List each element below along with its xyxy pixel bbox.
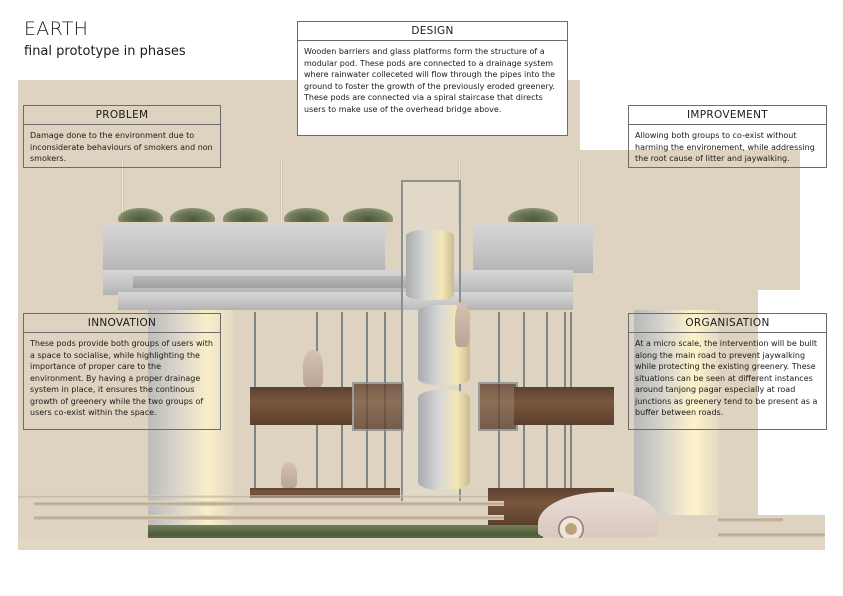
organisation-heading: ORGANISATION <box>629 314 826 333</box>
wooden-pod-upper-left <box>250 387 352 425</box>
spiral-staircase-segment <box>418 390 470 490</box>
glass-platform <box>352 382 404 431</box>
bridge-underside <box>118 292 573 310</box>
wooden-pod-upper-right <box>514 387 614 425</box>
bridge-channel <box>133 276 433 288</box>
ground <box>18 538 825 550</box>
light-pillar <box>280 160 283 220</box>
organisation-body: At a micro scale, the intervention will … <box>635 339 818 417</box>
organisation-panel: ORGANISATION At a micro scale, the inter… <box>628 313 827 430</box>
improvement-heading: IMPROVEMENT <box>629 106 826 125</box>
shrub <box>223 208 268 222</box>
background-cutout <box>800 150 825 290</box>
innovation-heading: INNOVATION <box>24 314 220 333</box>
shrub <box>343 208 393 222</box>
car-wheel <box>558 516 584 542</box>
glass-platform <box>478 382 518 431</box>
greenery-strip <box>148 525 543 541</box>
shrub <box>118 208 163 222</box>
design-heading: DESIGN <box>298 22 567 41</box>
innovation-panel: INNOVATION These pods provide both group… <box>23 313 221 430</box>
support-pier <box>634 310 719 515</box>
design-panel: DESIGN Wooden barriers and glass platfor… <box>297 21 568 136</box>
planter-slab <box>473 223 593 273</box>
light-pillar <box>121 160 124 220</box>
spiral-staircase-segment <box>406 230 454 300</box>
person-figure <box>455 302 469 347</box>
page-title: EARTH <box>24 18 89 40</box>
elevation-rendering <box>18 80 825 550</box>
shrub <box>284 208 329 222</box>
car <box>538 492 658 542</box>
light-pillar <box>578 160 581 225</box>
shrub <box>170 208 215 222</box>
background-cutout <box>580 80 825 150</box>
problem-body: Damage done to the environment due to in… <box>30 131 213 163</box>
road-barrier <box>18 495 488 498</box>
road-barrier <box>34 515 504 520</box>
wooden-pod-lower-left <box>250 488 400 498</box>
improvement-panel: IMPROVEMENT Allowing both groups to co-e… <box>628 105 827 168</box>
road-barrier <box>718 517 783 522</box>
improvement-body: Allowing both groups to co-exist without… <box>635 131 815 163</box>
background-cutout <box>758 290 825 515</box>
page-subtitle: final prototype in phases <box>24 44 186 59</box>
person-figure <box>281 462 297 488</box>
planter-slab <box>103 223 385 273</box>
road-barrier <box>34 501 504 506</box>
support-pier <box>148 310 233 530</box>
innovation-body: These pods provide both groups of users … <box>30 339 213 417</box>
problem-heading: PROBLEM <box>24 106 220 125</box>
road-barrier <box>718 532 825 537</box>
design-body: Wooden barriers and glass platforms form… <box>304 47 556 114</box>
person-figure <box>303 350 323 387</box>
problem-panel: PROBLEM Damage done to the environment d… <box>23 105 221 168</box>
shrub <box>508 208 558 222</box>
